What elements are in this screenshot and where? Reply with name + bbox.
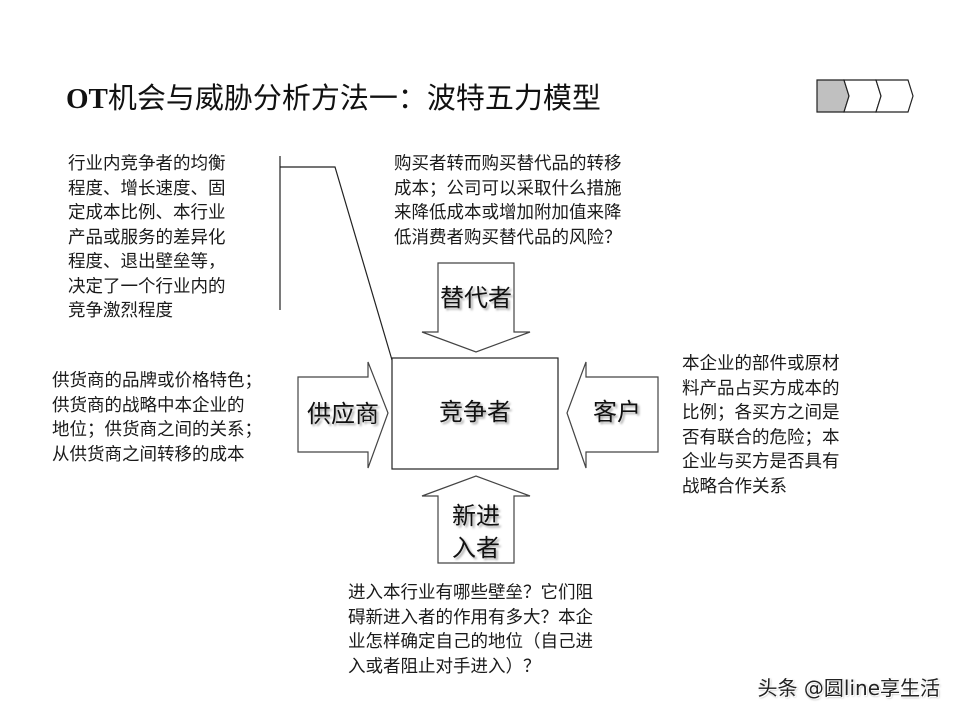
new-entrants-label-line2: 入者: [452, 534, 500, 562]
customers-arrow: [566, 361, 659, 469]
new-entrants-label: 新进 入者: [432, 500, 520, 564]
suppliers-description: 供货商的品牌或价格特色； 供货商的战略中本企业的 地位；供货商之间的关系； 从供…: [52, 371, 262, 465]
customers-label: 客户: [593, 398, 641, 426]
substitutes-description: 购买者转而购买替代品的转移 成本；公司可以采取什么措施 来降低成本或增加附加值来…: [394, 154, 622, 248]
progress-step-2: [843, 79, 882, 113]
customers-description: 本企业的部件或原材 料产品占买方成本的 比例；各买方之间是 否有联合的危险；本 …: [682, 354, 840, 497]
suppliers-arrow: [297, 361, 389, 469]
page-title-text: 机会与威胁分析方法一：波特五力模型: [107, 81, 601, 115]
watermark: 头条 @圆line享生活: [757, 676, 940, 700]
new-entrants-description: 进入本行业有哪些壁垒？它们阻 碍新进入者的作用有多大？本企 业怎样确定自己的地位…: [348, 583, 593, 677]
substitutes-arrow: [421, 262, 531, 353]
page-title: OT机会与威胁分析方法一：波特五力模型: [66, 78, 601, 119]
substitutes-label: 替代者: [440, 284, 512, 312]
center-box: [391, 357, 559, 470]
rivalry-connector: [279, 156, 393, 361]
new-entrants-label-line1: 新进: [452, 502, 500, 530]
progress-step-1: [816, 79, 850, 113]
page-title-prefix: OT: [66, 83, 108, 115]
progress-step-3: [875, 79, 914, 113]
center-label: 竞争者: [439, 398, 511, 426]
suppliers-label: 供应商: [307, 400, 379, 428]
new-entrants-arrow: [421, 475, 531, 564]
progress-chevrons: [816, 79, 914, 113]
rivalry-description: 行业内竞争者的均衡 程度、增长速度、固 定成本比例、本行业 产品或服务的差异化 …: [68, 154, 226, 321]
